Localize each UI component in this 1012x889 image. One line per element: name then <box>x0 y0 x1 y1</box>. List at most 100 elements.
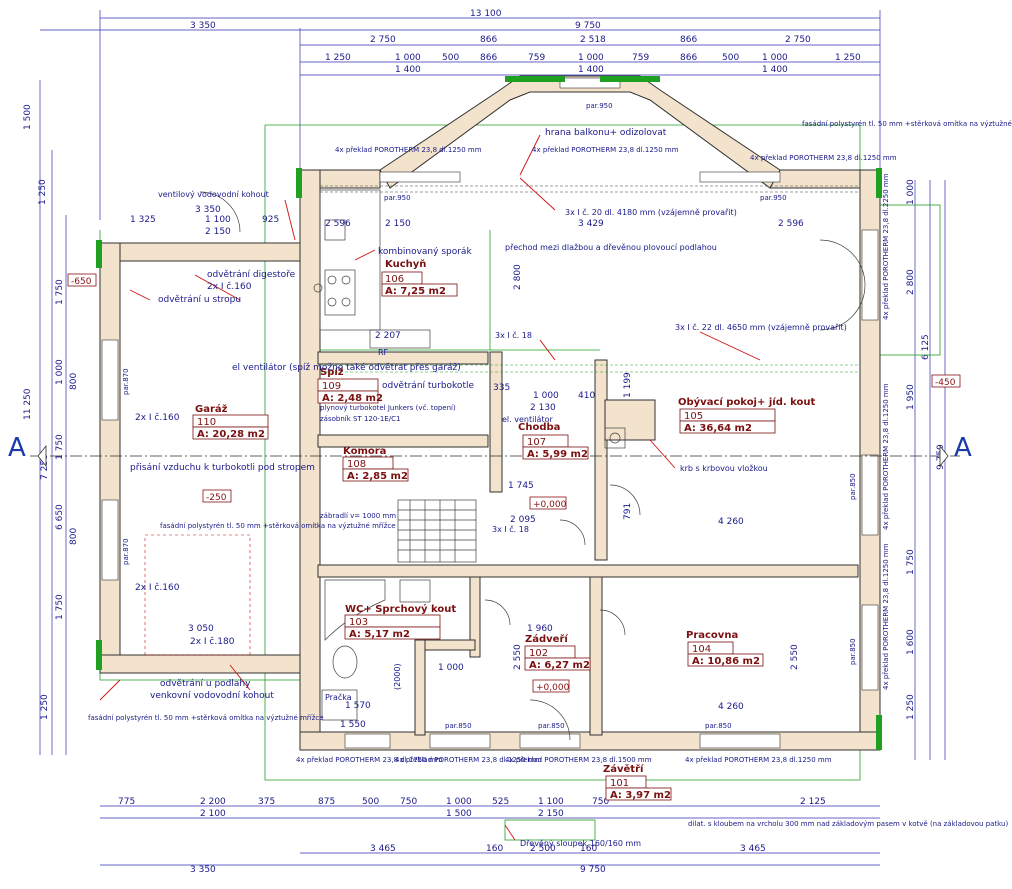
inner-dim: 1 570 <box>345 701 371 711</box>
dim-bot-2c: 2 150 <box>538 809 564 819</box>
par-5: par.870 <box>122 538 130 565</box>
par-2: par.950 <box>586 102 613 110</box>
note-kombi: kombinovaný sporák <box>378 247 472 257</box>
room-name: Spíž <box>320 366 344 378</box>
dim-top-4a: 1 400 <box>395 65 421 75</box>
dim-bot-1j: 750 <box>592 797 609 807</box>
room-chodba: Chodba 107 A: 5,99 m2 <box>518 422 589 460</box>
inner-dim: 2 596 <box>778 219 804 229</box>
note-lic-18a: 3x I č. 18 <box>495 330 532 340</box>
annotations: ventilový vodovodní kohout odvětrání dig… <box>88 102 1012 848</box>
dim-right-4: 6 125 <box>921 334 931 360</box>
room-name: Komora <box>343 446 386 457</box>
room-name: Garáž <box>195 403 228 415</box>
dim-bot-3a: 3 350 <box>190 865 216 875</box>
room-kuchyn: Kuchyň 106 A: 7,25 m2 <box>381 258 458 297</box>
par-9: par.850 <box>538 722 565 730</box>
note-preklad-right3: 4x překlad POROTHERM 23,8 dl.1250 mm <box>882 543 890 690</box>
section-line: A A <box>8 433 972 468</box>
room-name: Kuchyň <box>385 258 426 270</box>
dim-top-3a: 1 250 <box>325 53 351 63</box>
room-number: 105 <box>684 411 703 422</box>
room-name: Závětří <box>603 763 644 775</box>
note-hrana: hrana balkonu+ odizolovat <box>545 128 667 138</box>
dim-bot-4d: 160 <box>580 844 597 854</box>
note-el-vent2: el. ventilátor <box>502 415 553 424</box>
note-odvetrani-digestore: odvětrání digestoře <box>207 270 296 280</box>
dim-left-8: 1 750 <box>55 434 65 460</box>
note-preklad-right2: 4x překlad POROTHERM 23,8 dl.1250 mm <box>882 383 890 530</box>
doors <box>199 191 866 741</box>
dim-top-3k: 1 250 <box>835 53 861 63</box>
room-area: A: 36,64 m2 <box>684 423 752 434</box>
note-el-vent1: el ventilátor (spíž možno také odvětrat … <box>232 362 461 373</box>
dim-bot-1a: 775 <box>118 797 135 807</box>
note-venkovni: venkovní vodovodní kohout <box>150 691 274 701</box>
rf-label: RF <box>378 348 389 357</box>
room-number: 106 <box>385 274 404 285</box>
room-name: Obývací pokoj+ jíd. kout <box>678 396 816 408</box>
dim-left-6: 1 000 <box>55 359 65 385</box>
dim-top-3i: 500 <box>722 53 739 63</box>
dim-right-7: 1 600 <box>906 629 916 655</box>
room-zavetri: Závětří 101 A: 3,97 m2 <box>603 763 672 801</box>
room-area: A: 6,27 m2 <box>529 660 590 671</box>
leader-lines <box>99 134 761 841</box>
top-dimension-chains: 13 100 3 350 9 750 2 750 866 2 518 866 2… <box>40 9 881 220</box>
level-garage-top: -650 <box>71 277 92 287</box>
left-dimension-chain: 1 500 1 250 1 750 11 250 7 250 1 000 800… <box>23 80 79 755</box>
room-name: WC+ Sprchový kout <box>345 603 456 615</box>
dim-top-3f: 1 000 <box>578 53 604 63</box>
dim-overall: 13 100 <box>470 9 502 19</box>
inner-dim: 2 550 <box>513 644 523 670</box>
inner-dim: 2 150 <box>205 227 231 237</box>
inner-dim: 4 260 <box>718 702 744 712</box>
level-entry: +0,000 <box>536 683 570 693</box>
room-garaz: Garáž 110 A: 20,28 m2 <box>192 403 269 440</box>
note-fasadni-bot: fasádní polystyrén tl. 50 mm +stěrková o… <box>88 714 324 722</box>
dim-left-11: 1 750 <box>55 594 65 620</box>
dim-bot-1k: 2 125 <box>800 797 826 807</box>
dim-bot-2b: 1 500 <box>446 809 472 819</box>
dim-bot-1b: 2 200 <box>200 797 226 807</box>
room-area: A: 3,97 m2 <box>610 790 671 801</box>
dim-left-5: 7 250 <box>40 454 50 480</box>
dim-bot-3b: 9 750 <box>580 865 606 875</box>
inner-dim: 2 130 <box>530 403 556 413</box>
dim-top-3c: 500 <box>442 53 459 63</box>
inner-dim: 335 <box>493 383 510 393</box>
dim-top-4c: 1 400 <box>762 65 788 75</box>
room-pracovna: Pracovna 104 A: 10,86 m2 <box>686 630 764 667</box>
note-lic-mid: 3x I č. 22 dl. 4650 mm (vzájemně provaři… <box>675 322 847 332</box>
inner-dim: 3 350 <box>195 205 221 215</box>
room-wc: WC+ Sprchový kout 103 A: 5,17 m2 <box>344 603 456 640</box>
corner-insulation <box>96 76 882 750</box>
inner-dim: 3 429 <box>578 219 604 229</box>
bottom-dimension-chains: 775 2 200 375 875 500 750 1 000 525 1 10… <box>100 797 880 875</box>
note-odvetrani-stropu: odvětrání u stropu <box>158 295 241 305</box>
dim-top-2d: 866 <box>680 35 697 45</box>
par-6: par.850 <box>849 473 857 500</box>
inner-dim: 3 050 <box>188 624 214 634</box>
inner-dim: 1 100 <box>205 215 231 225</box>
dim-left-10: 800 <box>69 528 79 545</box>
bath-width: (2000) <box>393 663 402 690</box>
inner-dimensions: 2 596 2 596 3 429 2 207 2 130 1 000 410 … <box>130 205 804 730</box>
dim-left-2: 1 250 <box>38 179 48 205</box>
bathroom-fixtures: Pračka (2000) <box>321 579 431 721</box>
dim-bot-2a: 2 100 <box>200 809 226 819</box>
dim-left-7: 800 <box>69 373 79 390</box>
dim-bot-4b: 160 <box>486 844 503 854</box>
dim-right-3: 1 950 <box>906 384 916 410</box>
note-fasadni-mid: fasádní polystyrén tl. 50 mm +stěrková o… <box>160 522 396 530</box>
room-area: A: 20,28 m2 <box>197 429 265 440</box>
par-3: par.950 <box>760 194 787 202</box>
dim-bot-1e: 500 <box>362 797 379 807</box>
section-mark-right: A <box>954 433 972 463</box>
room-area: A: 10,86 m2 <box>692 656 760 667</box>
room-zadveri: Zádveří 102 A: 6,27 m2 <box>524 633 591 671</box>
stairs <box>397 499 477 563</box>
dim-top-1b: 9 750 <box>575 21 601 31</box>
dim-top-2b: 866 <box>480 35 497 45</box>
